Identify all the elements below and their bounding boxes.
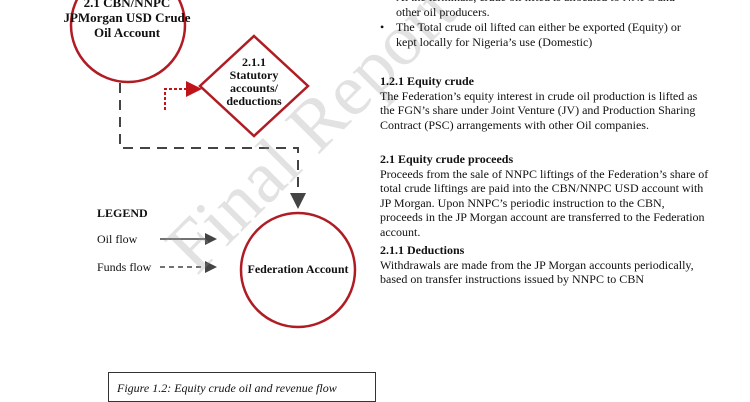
section-heading: 2.1.1 Deductions (380, 243, 465, 257)
section-body: Withdrawals are made from the JP Morgan … (380, 257, 694, 287)
section-body: The Federation’s equity interest in crud… (380, 88, 698, 132)
cbn-account-node (69, 0, 187, 84)
section-body: Proceeds from the sale of NNPC liftings … (380, 166, 709, 239)
legend-title: LEGEND (97, 206, 148, 220)
statutory-diamond (198, 34, 310, 138)
legend-funds-flow-label: Funds flow (97, 260, 152, 274)
figure-caption: Figure 1.2: Equity crude oil and revenue… (108, 372, 376, 402)
federation-account-label: Federation Account (247, 262, 349, 276)
bullet-list: At the terminals, crude oil lifted is al… (380, 0, 700, 50)
section-heading: 1.2.1 Equity crude (380, 74, 475, 88)
red-dotted-flow (164, 81, 202, 110)
bullet-item: At the terminals, crude oil lifted is al… (380, 0, 700, 20)
cbn-account-label: 2.1 CBN/NNPC JPMorgan USD Crude Oil Acco… (63, 0, 191, 40)
section-equity-proceeds: 2.1 Equity crude proceeds Proceeds from … (380, 152, 710, 239)
funds-flow-line (119, 83, 306, 209)
statutory-label-block: 2.1.1 Statutory accounts/ deductions (216, 56, 292, 108)
legend-oil-flow-label: Oil flow (97, 232, 138, 246)
federation-account-node (239, 211, 357, 329)
section-heading: 2.1 Equity crude proceeds (380, 152, 514, 166)
section-equity-crude: 1.2.1 Equity crude The Federation’s equi… (380, 74, 710, 132)
section-deductions: 2.1.1 Deductions Withdrawals are made fr… (380, 243, 710, 287)
statutory-label: Statutory accounts/ deductions (226, 68, 282, 108)
statutory-number: 2.1.1 (242, 55, 266, 69)
bullet-item: The Total crude oil lifted can either be… (380, 20, 700, 50)
